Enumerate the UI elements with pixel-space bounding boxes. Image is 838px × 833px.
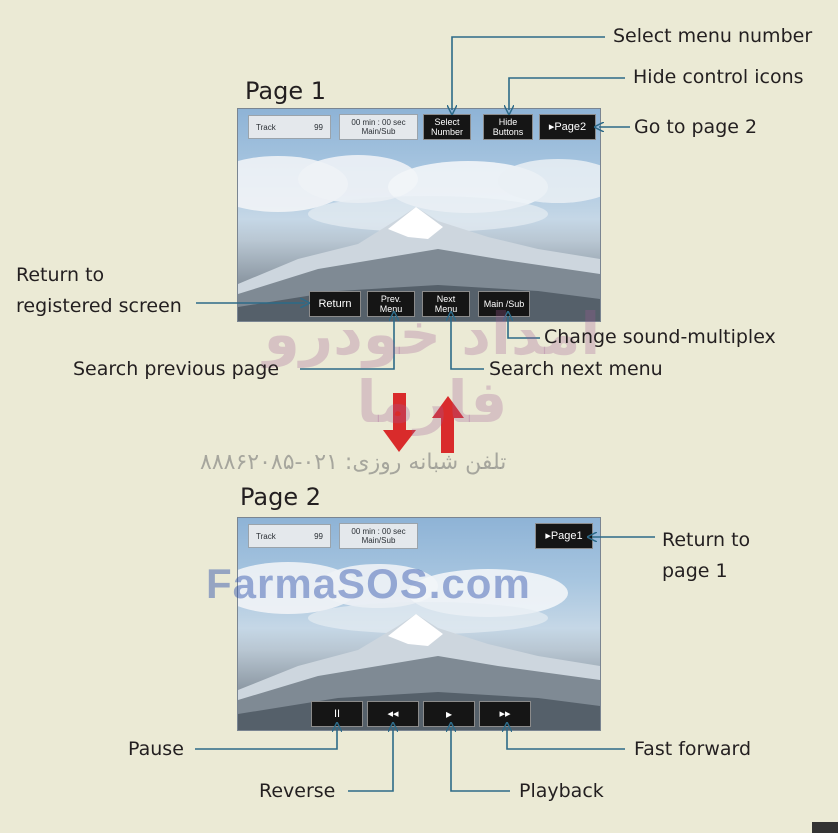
hide-buttons-button[interactable]: Hide Buttons bbox=[483, 114, 533, 140]
pause-button[interactable]: II bbox=[311, 701, 363, 727]
reverse-button[interactable]: ◂◂ bbox=[367, 701, 419, 727]
mountain-scene bbox=[238, 155, 600, 321]
watermark-persian: امداد خودرو فارما bbox=[263, 300, 601, 436]
watermark-phone: تلفن شبانه روزی: ۰۲۱-۸۸۸۶۲۰۸۵ bbox=[200, 450, 507, 475]
label-fast-forward: Fast forward bbox=[634, 738, 752, 760]
page1-title: Page 1 bbox=[245, 77, 326, 105]
page2-button[interactable]: ▸Page2 bbox=[539, 114, 596, 140]
screen-page2: Track 99 00 min : 00 sec Main/Sub ▸Page1… bbox=[237, 517, 601, 731]
label-search-previous-page: Search previous page bbox=[73, 358, 280, 380]
track-number: 99 bbox=[314, 122, 323, 132]
label-go-to-page2: Go to page 2 bbox=[634, 116, 758, 138]
track-indicator: Track 99 bbox=[248, 115, 331, 139]
track-label: Track bbox=[256, 122, 276, 132]
label-playback: Playback bbox=[519, 780, 604, 802]
page2-title: Page 2 bbox=[240, 483, 321, 511]
fast-forward-button[interactable]: ▸▸ bbox=[479, 701, 531, 727]
time-display-2: 00 min : 00 sec bbox=[351, 527, 406, 536]
label-hide-control-icons: Hide control icons bbox=[633, 66, 804, 88]
page1-button[interactable]: ▸Page1 bbox=[535, 523, 593, 549]
label-select-menu-number: Select menu number bbox=[613, 25, 813, 47]
audio-mode: Main/Sub bbox=[361, 127, 396, 136]
label-return-to-page1: Return to page 1 bbox=[662, 529, 751, 582]
track-indicator-2: Track 99 bbox=[248, 524, 331, 548]
corner-mark bbox=[812, 822, 838, 833]
label-search-next-menu: Search next menu bbox=[489, 358, 663, 380]
select-number-button[interactable]: Select Number bbox=[423, 114, 471, 140]
label-change-sound-multiplex: Change sound-multiplex bbox=[544, 326, 776, 348]
label-return-to-registered: Return to registered screen bbox=[16, 264, 182, 317]
time-display: 00 min : 00 sec bbox=[351, 118, 406, 127]
watermark-site: FarmaSOS.com bbox=[206, 560, 531, 607]
audio-mode-2: Main/Sub bbox=[361, 536, 396, 545]
time-indicator: 00 min : 00 sec Main/Sub bbox=[339, 114, 418, 140]
track-label-2: Track bbox=[256, 531, 276, 541]
label-reverse: Reverse bbox=[259, 780, 336, 802]
play-button[interactable]: ▸ bbox=[423, 701, 475, 727]
label-pause: Pause bbox=[128, 738, 184, 760]
time-indicator-2: 00 min : 00 sec Main/Sub bbox=[339, 523, 418, 549]
mountain-scene-2 bbox=[238, 562, 600, 730]
track-number-2: 99 bbox=[314, 531, 323, 541]
main-sub-button[interactable]: Main /Sub bbox=[478, 291, 530, 317]
screen-page1: Track 99 00 min : 00 sec Main/Sub Select… bbox=[237, 108, 601, 322]
